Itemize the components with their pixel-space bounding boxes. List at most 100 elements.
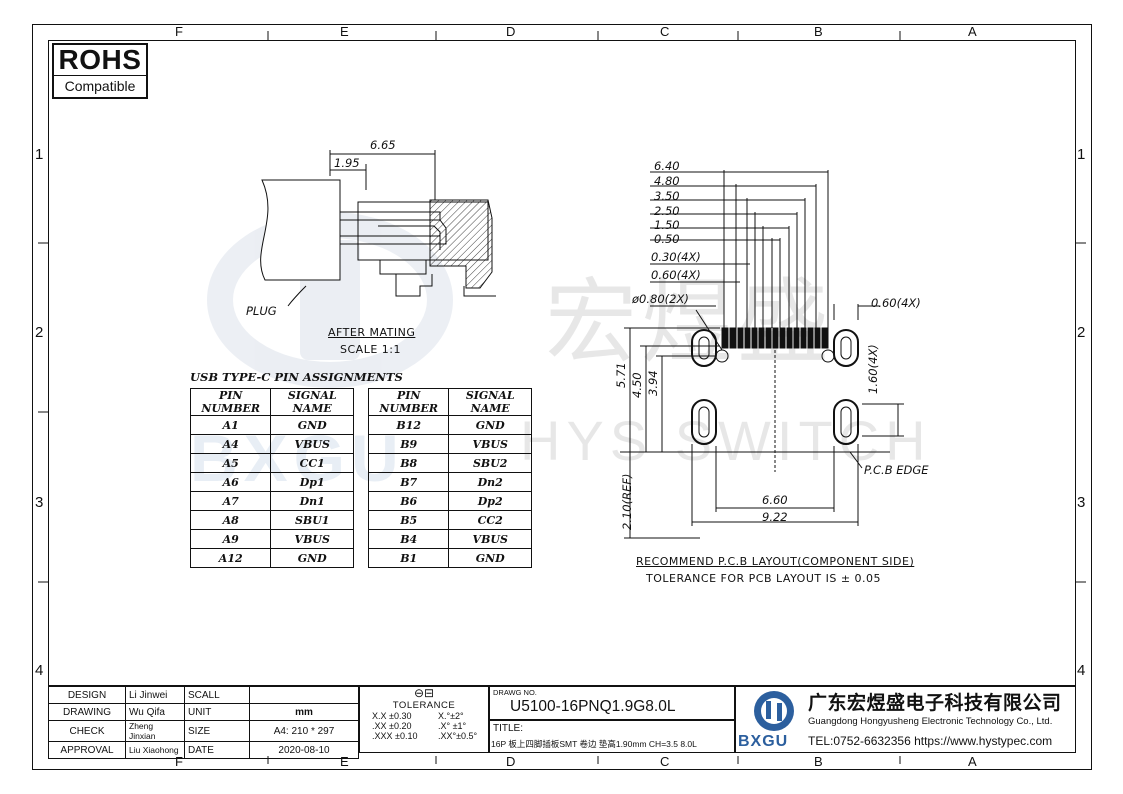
role-name: Wu Qifa [125,703,185,721]
table-row: CHECK Zheng Jinxian SIZE A4: 210 * 297 [48,720,359,742]
table-row: APPROVAL Liu Xiaohong DATE 2020-08-10 [48,741,359,759]
table-row: DRAWING Wu Qifa UNIT mm [48,703,359,721]
zone-col-b-bottom: B [814,754,823,769]
signal-name: Dn2 [448,472,532,492]
pin-number: A1 [189,415,272,435]
signal-name: Dp2 [448,491,532,511]
watermark-cn: 宏煜盛 [545,269,834,376]
signal-name: Dp1 [270,472,354,492]
dim-3-94: 3.94 [646,370,660,396]
drawing-number: U5100-16PNQ1.9G8.0L [510,698,676,715]
title-block-roles: DESIGN Li Jinwei SCALL DRAWING Wu Qifa U… [48,686,359,759]
rohs-badge: ROHS Compatible [52,43,148,99]
dim-0-50: 0.50 [654,232,680,246]
logo-text: BXGU [738,733,789,750]
dim-6-40: 6.40 [654,159,680,173]
signal-name: VBUS [448,529,532,549]
rohs-title: ROHS [58,44,142,75]
zone-row-3-right: 3 [1077,494,1086,511]
pin-number: A5 [189,453,272,473]
zone-col-e-bottom: E [340,754,349,769]
signal-name: SBU1 [270,510,354,530]
zone-col-a-bottom: A [968,754,977,769]
drawing-number-block: DRAWG NO. U5100-16PNQ1.9G8.0L [489,686,735,720]
pin-number: B4 [367,529,450,549]
title-text-block: TITLE: 16P 板上四脚插板SMT 卷边 垫高1.90mm CH=3.5 … [489,720,735,753]
dim-0-60-4x-left: 0.60(4X) [651,268,701,282]
tolerance-heading: TOLERANCE [392,700,456,711]
signal-name: CC2 [448,510,532,530]
tolerance-angular: .XX°±0.5° [438,731,478,741]
zone-col-a: A [968,24,977,39]
signal-name: GND [448,548,532,568]
role-name: Liu Xiaohong [125,741,185,759]
role-value: 2020-08-10 [249,741,359,759]
side-view-drawing [260,150,496,307]
zone-col-c: C [660,24,670,39]
signal-name: VBUS [270,529,354,549]
zone-row-1: 1 [35,146,44,163]
role-value: A4: 210 * 297 [249,720,359,742]
title-block: DESIGN Li Jinwei SCALL DRAWING Wu Qifa U… [48,686,1076,759]
pin-header-signal: SIGNAL NAME [448,388,532,416]
signal-name: SBU2 [448,453,532,473]
dim-1-95: 1.95 [334,156,360,170]
pcb-layout-drawing [620,170,904,539]
role-key: SIZE [184,720,250,742]
company-contact: TEL:0752-6632356 https://www.hystypec.co… [808,734,1053,748]
zone-col-d: D [506,24,516,39]
company-block: BXGU 广东宏煜盛电子科技有限公司 Guangdong Hongyusheng… [735,686,1076,753]
dim-9-22: 9.22 [762,510,788,524]
tolerance-linear: .XXX ±0.10 [372,731,418,741]
dim-5-71: 5.71 [614,362,628,388]
zone-row-3: 3 [35,494,44,511]
table-row: DESIGN Li Jinwei SCALL [48,686,359,704]
pin-header-number: PIN NUMBER [367,388,450,416]
dim-6-65: 6.65 [370,138,396,152]
zone-row-2: 2 [35,324,44,341]
company-name-en: Guangdong Hongyusheng Electronic Technol… [808,716,1053,727]
dim-2-50: 2.50 [654,204,680,218]
pin-number: B1 [367,548,450,568]
dim-6-60: 6.60 [762,493,788,507]
role-value [249,686,359,704]
scale-note: SCALE 1:1 [340,343,401,356]
role-name: Li Jinwei [125,686,185,704]
pin-header-number: PIN NUMBER [189,388,272,416]
pin-number: B7 [367,472,450,492]
dim-4-50: 4.50 [630,372,644,398]
zone-col-d-bottom: D [506,754,516,769]
after-mating-caption: AFTER MATING [328,326,416,339]
role-key: UNIT [184,703,250,721]
signal-name: GND [270,415,354,435]
role-name: Zheng Jinxian [125,720,185,742]
tolerance-angular: X.°±2° [438,711,464,721]
pin-number: B8 [367,453,450,473]
pcb-edge-label: P.C.B EDGE [864,463,929,477]
dim-1-50: 1.50 [654,218,680,232]
pin-number: B9 [367,434,450,454]
drawing-number-label: DRAWG NO. [493,688,537,697]
pin-number: A7 [189,491,272,511]
pcb-tolerance-note: TOLERANCE FOR PCB LAYOUT IS ± 0.05 [646,572,882,585]
role-label: DESIGN [48,686,126,704]
role-label: DRAWING [48,703,126,721]
dim-3-50: 3.50 [654,189,680,203]
role-label: CHECK [48,720,126,742]
pin-number: A12 [189,548,272,568]
drawing-border-outer [32,24,1092,770]
signal-name: GND [448,415,532,435]
dim-hole-0-80: ø0.80(2X) [632,292,689,306]
zone-col-b: B [814,24,823,39]
